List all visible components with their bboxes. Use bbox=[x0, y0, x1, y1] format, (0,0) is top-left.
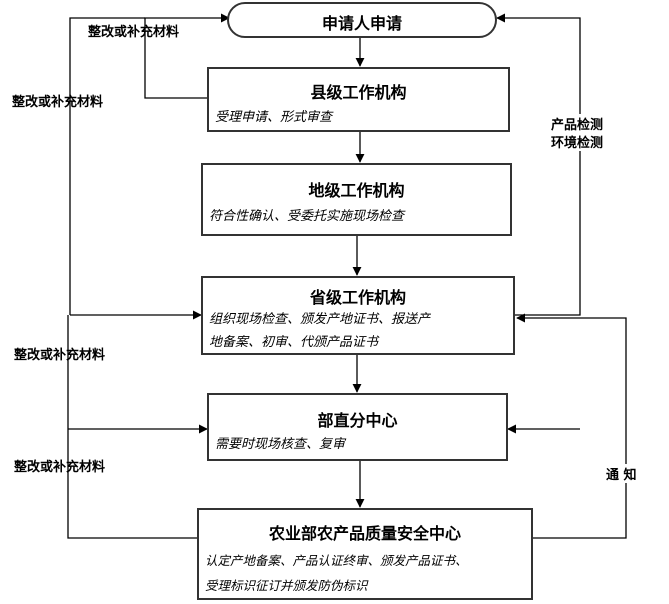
node-province-desc-line1: 组织现场检查、颁发产地证书、报送产 bbox=[209, 312, 431, 327]
arrow-notify bbox=[516, 313, 627, 539]
label-supplement-top: 整改或补充材料 bbox=[88, 25, 180, 40]
node-city: 地级工作机构 符合性确认、受委托实施现场检查 bbox=[201, 163, 512, 236]
node-branch-desc: 需要时现场核查、复审 bbox=[215, 437, 346, 452]
arrow-testing bbox=[496, 13, 581, 316]
label-product-test: 产品检测 bbox=[551, 114, 604, 133]
node-county-desc: 受理申请、形式审查 bbox=[215, 110, 333, 125]
node-applicant: 申请人申请 bbox=[227, 2, 497, 38]
node-province-title: 省级工作机构 bbox=[309, 288, 406, 307]
node-county-title: 县级工作机构 bbox=[310, 83, 407, 102]
label-notify: 通 知 bbox=[606, 464, 637, 483]
node-center: 农业部农产品质量安全中心 认定产地备案、产品认证终审、颁发产品证书、 受理标识征… bbox=[197, 508, 533, 600]
node-city-desc: 符合性确认、受委托实施现场检查 bbox=[209, 209, 405, 224]
label-supplement-left3: 整改或补充材料 bbox=[14, 460, 106, 475]
label-supplement-left1: 整改或补充材料 bbox=[12, 95, 104, 110]
node-province: 省级工作机构 组织现场检查、颁发产地证书、报送产 地备案、初审、代颁产品证书 bbox=[201, 276, 515, 355]
node-county: 县级工作机构 受理申请、形式审查 bbox=[207, 67, 510, 132]
label-supplement-left2: 整改或补充材料 bbox=[14, 348, 106, 363]
arrow-outer-feedback bbox=[69, 17, 145, 315]
node-center-title: 农业部农产品质量安全中心 bbox=[268, 524, 461, 543]
node-city-title: 地级工作机构 bbox=[308, 181, 405, 200]
node-center-desc-line1: 认定产地备案、产品认证终审、颁发产品证书、 bbox=[205, 553, 468, 568]
node-branch: 部直分中心 需要时现场核查、复审 bbox=[207, 393, 508, 461]
arrow-county-feedback bbox=[144, 13, 230, 99]
node-branch-title: 部直分中心 bbox=[317, 411, 398, 430]
node-center-desc-line2: 受理标识征订并颁发防伪标识 bbox=[205, 578, 368, 593]
arrow-center-feedback bbox=[67, 315, 197, 539]
node-applicant-title: 申请人申请 bbox=[321, 14, 402, 33]
label-env-test: 环境检测 bbox=[551, 132, 604, 151]
node-province-desc-line2: 地备案、初审、代颁产品证书 bbox=[209, 335, 379, 350]
